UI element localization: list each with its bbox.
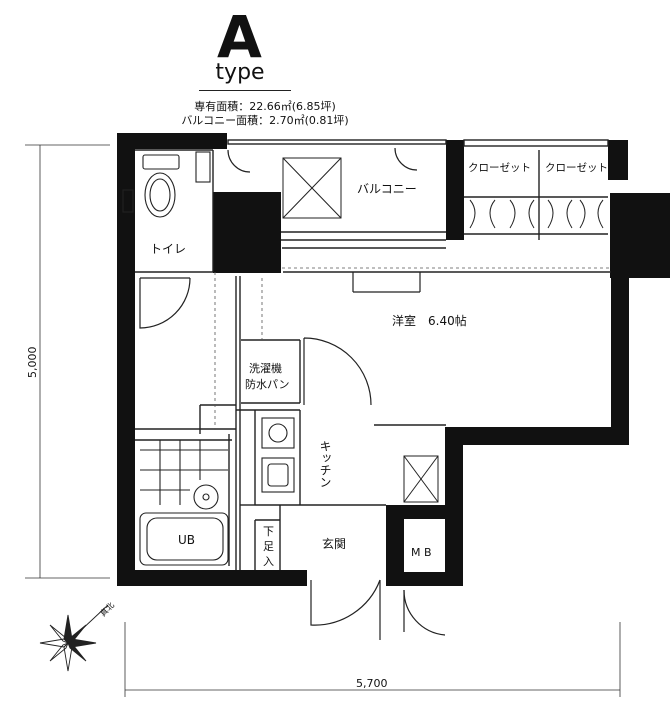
private-area-text: 専有面積：22.66㎡(6.85坪) — [194, 100, 336, 113]
toilet-fixture — [122, 151, 211, 218]
closet-label-2: クローゼット — [545, 162, 608, 174]
unit-bath-label: UB — [178, 533, 195, 547]
kitchen-label: キッチン — [318, 440, 332, 488]
plan-type-word: type — [215, 60, 265, 85]
meter-box-label: M B — [411, 546, 432, 559]
room-labels: トイレ バルコニー クローゼット クローゼット 洋室 6.40帖 洗濯機 防水パ… — [150, 162, 608, 568]
balcony-label: バルコニー — [357, 182, 417, 196]
outer-walls — [117, 133, 670, 586]
plan-header: A type 専有面積：22.66㎡(6.85坪) バルコニー面積：2.70㎡(… — [0, 0, 670, 130]
interior-walls — [135, 139, 611, 570]
washer-pan-label-2: 防水パン — [245, 377, 290, 391]
ceiling-lines — [214, 267, 611, 430]
balcony-drain-box — [282, 157, 439, 503]
closet-label-1: クローゼット — [468, 162, 531, 174]
bath-fixtures — [139, 440, 229, 566]
closet-doors — [469, 199, 604, 229]
compass-north-label: 真北 — [98, 600, 116, 618]
kitchen-fixtures — [261, 417, 295, 493]
doors — [139, 147, 446, 640]
balcony-area-text: バルコニー面積：2.70㎡(0.81坪) — [181, 114, 349, 127]
western-room-label: 洋室 6.40帖 — [392, 313, 467, 328]
toilet-label: トイレ — [150, 242, 186, 256]
compass-icon — [39, 604, 109, 672]
entrance-label: 玄関 — [322, 536, 346, 551]
width-dimension: 5,700 — [356, 677, 388, 690]
washer-pan-label-1: 洗濯機 — [249, 361, 282, 375]
header-underline — [199, 90, 291, 91]
plan-type-letter: A — [217, 3, 262, 71]
dimension-lines — [25, 144, 621, 697]
shoe-box-label-1: 下 — [263, 525, 274, 538]
shoe-box-label-3: 入 — [263, 555, 274, 568]
shoe-box-label-2: 足 — [263, 540, 274, 553]
height-dimension: 5,000 — [26, 347, 39, 379]
